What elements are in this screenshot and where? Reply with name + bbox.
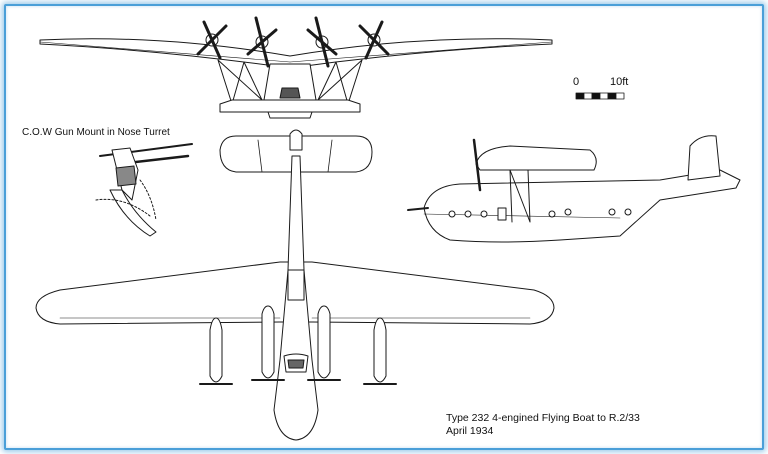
scale-start-label: 0 bbox=[573, 76, 580, 88]
front-view bbox=[39, 16, 553, 119]
side-fin bbox=[687, 135, 721, 181]
gun-mount-inset bbox=[95, 143, 193, 237]
side-hull bbox=[423, 169, 741, 243]
caption-date: April 1934 bbox=[446, 425, 494, 437]
front-struts bbox=[217, 59, 363, 105]
side-windows bbox=[448, 208, 632, 218]
front-lower-wing bbox=[219, 99, 361, 113]
caption-title: Type 232 4-engined Flying Boat to R.2/33 bbox=[446, 412, 640, 424]
plan-propellers bbox=[199, 379, 397, 385]
side-wing-engines bbox=[475, 145, 597, 171]
tailplane bbox=[219, 135, 373, 173]
tailplane-view bbox=[219, 129, 373, 173]
scale-end-label: 10ft bbox=[610, 76, 629, 88]
plan-view bbox=[35, 155, 555, 441]
front-engines bbox=[205, 33, 381, 49]
side-view bbox=[407, 135, 741, 243]
front-propellers bbox=[196, 16, 390, 68]
scale-bar bbox=[575, 92, 625, 100]
front-upper-wing bbox=[39, 38, 553, 69]
gun-mount-label: C.O.W Gun Mount in Nose Turret bbox=[22, 127, 170, 138]
plan-nacelles bbox=[209, 305, 387, 383]
